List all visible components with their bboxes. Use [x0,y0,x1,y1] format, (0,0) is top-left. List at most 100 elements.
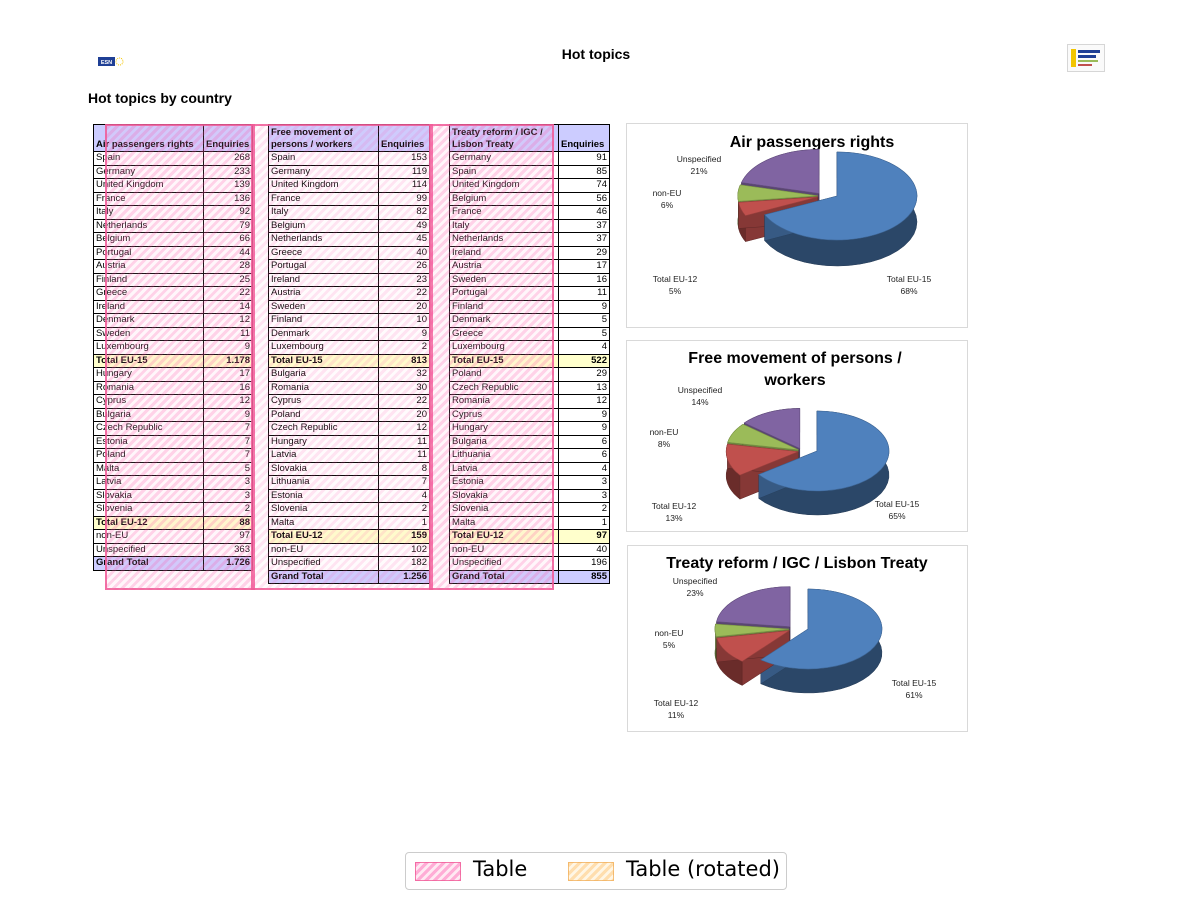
legend-swatch-table-rotated [568,862,614,881]
enquiries-cell: 2 [378,340,430,355]
country-cell: Total EU-12 [449,529,559,544]
enquiries-cell: 11 [378,448,430,463]
pie-slice-total-eu-15 [758,410,890,492]
country-cell: non-EU [93,529,204,544]
country-cell: Total EU-15 [449,353,559,368]
country-cell: Unspecified [449,556,559,571]
enquiries-cell: 25 [203,272,253,287]
enquiries-cell: 1 [378,515,430,530]
enquiries-cell: 7 [203,421,253,436]
pie-chart-treaty-reform: Treaty reform / IGC / Lisbon TreatyTotal… [654,555,937,720]
enquiries-cell: 16 [203,380,253,395]
enquiries-cell: 7 [203,434,253,449]
enquiries-cell: 2 [203,502,253,517]
enquiries-cell: 3 [203,488,253,503]
europe-direct-logo [1067,44,1105,72]
country-cell: non-EU [268,542,379,557]
pie-slice-unspecified [741,149,820,194]
page-title: Hot topics [561,46,631,62]
country-cell: Luxembourg [93,340,204,355]
enquiries-cell: 2 [558,502,610,517]
enquiries-cell: 6 [558,448,610,463]
enquiries-cell: 45 [378,232,430,247]
country-cell: Total EU-15 [93,353,204,368]
legend-label-table: Table [473,857,528,881]
country-cell: United Kingdom [93,178,204,193]
country-cell: Portugal [449,286,559,301]
enquiries-cell: 37 [558,218,610,233]
country-cell: Netherlands [449,232,559,247]
enquiries-cell: 5 [558,313,610,328]
country-cell: Austria [449,259,559,274]
pie-slices [725,408,890,516]
enquiries-cell: 12 [203,394,253,409]
enquiries-cell: 4 [558,461,610,476]
enquiries-cell: 40 [378,245,430,260]
enquiries-cell: 9 [378,326,430,341]
country-cell: Italy [93,205,204,220]
country-cell: Poland [268,407,379,422]
esn-logo: ESN [98,55,124,68]
pie-slice-non-eu [737,184,818,202]
country-cell: Hungary [93,367,204,382]
country-cell: Sweden [449,272,559,287]
country-cell: Hungary [268,434,379,449]
enquiries-cell: 23 [378,272,430,287]
country-cell: Lithuania [449,448,559,463]
enquiries-cell: 20 [378,299,430,314]
enquiries-cell: 14 [203,299,253,314]
legend-label-table-rotated: Table (rotated) [626,857,780,881]
pie-slice-total-eu-12 [738,196,818,216]
enquiries-cell: 233 [203,164,253,179]
enquiries-cell: 46 [558,205,610,220]
enquiries-cell: 92 [203,205,253,220]
country-cell: Slovenia [449,502,559,517]
enquiries-cell: 268 [203,151,253,166]
country-cell: Estonia [93,434,204,449]
country-cell: Unspecified [93,542,204,557]
enquiries-cell: 99 [378,191,430,206]
enquiries-cell: 1.178 [203,353,253,368]
enquiries-cell: 11 [378,434,430,449]
enquiries-cell: 44 [203,245,253,260]
country-cell: Slovakia [268,461,379,476]
country-cell: Latvia [93,475,204,490]
country-cell: Netherlands [268,232,379,247]
pie-slice-unspecified [716,586,791,628]
